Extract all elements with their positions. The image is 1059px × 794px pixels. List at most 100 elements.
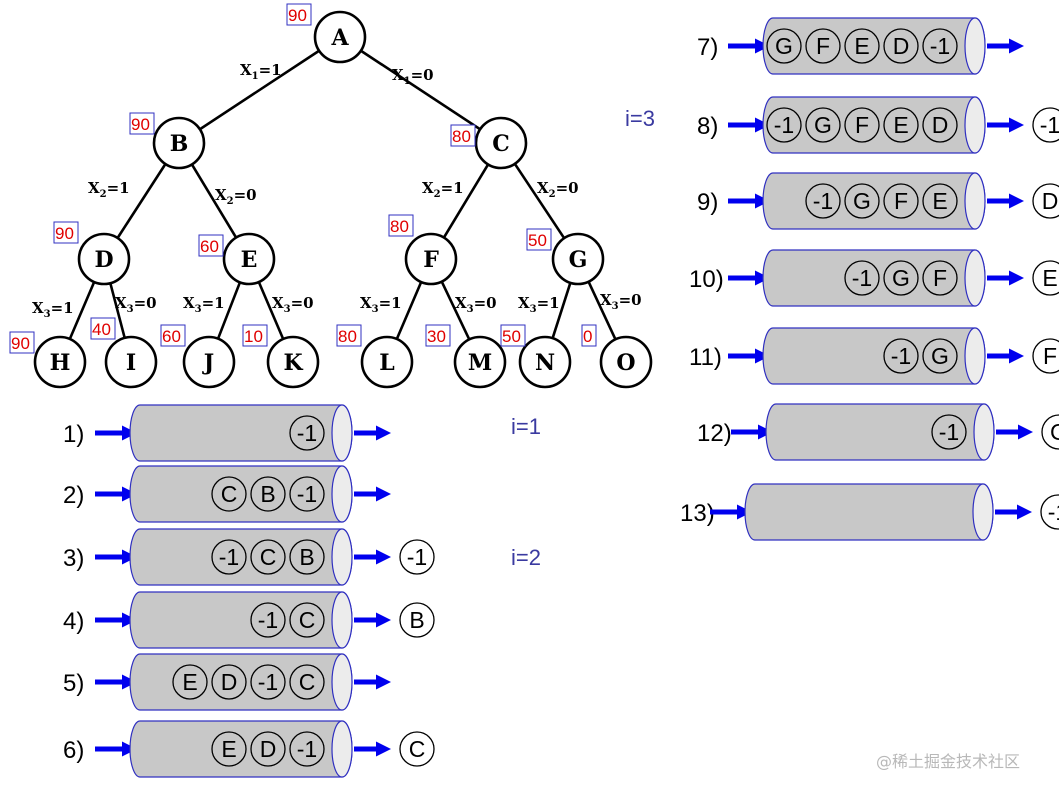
queue-snapshot-12: 12)-1G	[697, 403, 1059, 461]
svg-text:E: E	[1042, 265, 1057, 291]
svg-text:C: C	[299, 669, 316, 695]
queue-token: C	[289, 664, 325, 700]
queue-step-label: 10)	[689, 266, 724, 293]
queue-token: F	[922, 260, 958, 296]
svg-text:-1: -1	[1040, 112, 1059, 138]
edge-label-g-n: X3=1	[518, 294, 560, 315]
tree-node-l: L	[360, 335, 414, 389]
tree-edge-g-n	[551, 282, 572, 339]
svg-text:F: F	[855, 112, 869, 138]
svg-text:B: B	[409, 607, 424, 633]
node-letter: J	[202, 350, 214, 376]
queue-token: -1	[931, 414, 967, 450]
queue-token: G	[766, 28, 802, 64]
svg-text:60: 60	[162, 327, 181, 346]
edge-label-d-i: X3=0	[115, 294, 157, 315]
bound-label-l: 80	[336, 324, 362, 347]
tree-edge-e-j	[216, 281, 242, 340]
queue-step-label: 11)	[689, 344, 722, 371]
queue-cylinder-end	[331, 591, 353, 649]
queue-token: E	[172, 664, 208, 700]
edge-label-a-b: X1=1	[240, 61, 282, 82]
svg-text:50: 50	[528, 231, 547, 250]
svg-text:30: 30	[427, 327, 446, 346]
node-letter: L	[379, 350, 394, 376]
tree-edge-a-c	[360, 49, 481, 131]
edge-label-c-g: X2=0	[537, 179, 579, 200]
tree-node-o: O	[599, 335, 653, 389]
edge-label-e-k: X3=0	[272, 294, 314, 315]
queue-token: B	[399, 602, 435, 638]
bound-label-j: 60	[160, 324, 186, 347]
queue-cylinder	[744, 483, 994, 541]
tree-edge-g-o	[587, 281, 617, 340]
queue-cylinder-end	[973, 403, 995, 461]
svg-text:D: D	[260, 736, 277, 762]
tree-node-m: M	[453, 335, 507, 389]
svg-text:G: G	[931, 343, 949, 369]
bound-label-a: 90	[286, 3, 312, 26]
queue-cylinder	[129, 591, 353, 649]
queue-step-label: 1)	[63, 421, 84, 448]
queue-token: -1	[211, 539, 247, 575]
svg-text:90: 90	[55, 224, 74, 243]
queue-token: D	[250, 731, 286, 767]
tree-node-j: J	[182, 335, 236, 389]
svg-text:-1: -1	[930, 33, 950, 59]
queue-token: -1	[844, 260, 880, 296]
node-letter: H	[50, 350, 71, 376]
queue-cylinder	[762, 327, 986, 385]
svg-text:-1: -1	[407, 544, 427, 570]
node-letter: E	[241, 247, 258, 273]
bound-label-b: 90	[129, 112, 155, 135]
queue-token: D	[883, 28, 919, 64]
tree-node-i: I	[104, 335, 158, 389]
queue-token: E	[922, 183, 958, 219]
level-label-3: i=3	[625, 106, 655, 131]
bound-label-d: 90	[53, 221, 79, 244]
node-letter: F	[423, 247, 439, 273]
svg-text:C: C	[299, 607, 316, 633]
tree-edge-b-e	[190, 163, 238, 239]
queue-step-label: 12)	[697, 420, 732, 447]
edge-label-f-m: X3=0	[455, 294, 497, 315]
svg-text:E: E	[932, 188, 947, 214]
svg-text:90: 90	[131, 115, 150, 134]
queue-token: C	[211, 476, 247, 512]
tree-edge-d-h	[68, 281, 96, 340]
svg-text:-1: -1	[297, 420, 317, 446]
queue-token: C	[289, 602, 325, 638]
svg-text:D: D	[932, 112, 949, 138]
svg-text:G: G	[814, 112, 832, 138]
node-letter: D	[94, 247, 113, 273]
queue-step-label: 4)	[63, 608, 84, 635]
queue-cylinder	[762, 249, 986, 307]
queue-token: -1	[250, 664, 286, 700]
tree-edge-a-b	[199, 49, 320, 131]
tree-node-h: H	[33, 335, 87, 389]
edge-label-a-c: X1=0	[392, 66, 434, 87]
node-letter: G	[569, 247, 588, 273]
queue-token: -1	[1032, 107, 1059, 143]
svg-text:F: F	[933, 265, 947, 291]
svg-text:D: D	[1042, 188, 1059, 214]
queue-token: G	[805, 107, 841, 143]
queue-cylinder-end	[964, 249, 986, 307]
queue-cylinder-end	[972, 483, 994, 541]
level-label-1: i=1	[511, 414, 541, 439]
queue-step-label: 9)	[697, 189, 718, 216]
svg-text:-1: -1	[297, 736, 317, 762]
queue-token: -1	[805, 183, 841, 219]
node-letter: M	[468, 350, 492, 376]
queue-cylinder	[129, 465, 353, 523]
bound-label-c: 80	[450, 124, 476, 147]
bound-label-g: 50	[526, 228, 552, 251]
svg-text:-1: -1	[891, 343, 911, 369]
svg-text:C: C	[221, 481, 238, 507]
